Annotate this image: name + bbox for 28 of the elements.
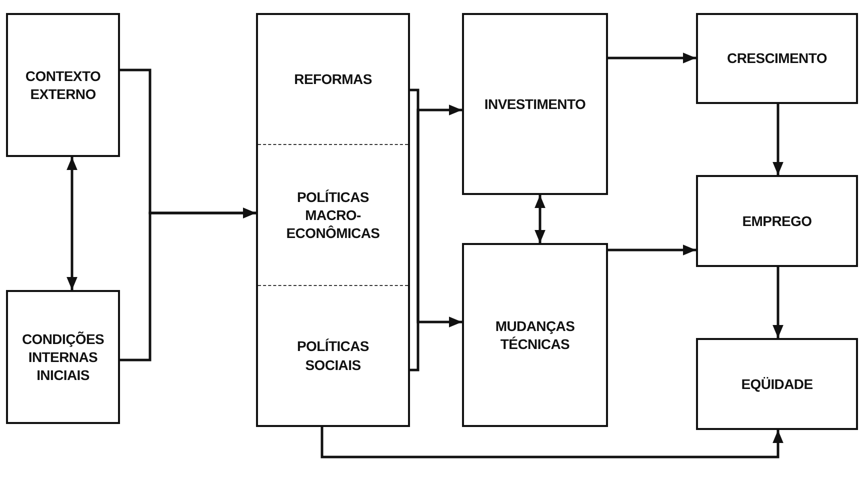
process-box — [6, 13, 120, 157]
arrow — [120, 208, 256, 362]
group-box — [256, 13, 410, 427]
arrow — [772, 267, 784, 338]
box-label: POLÍTICAS SOCIAIS — [296, 337, 370, 374]
box-label: CONTEXTO EXTERNO — [24, 66, 102, 104]
box-label: EQÜIDADE — [741, 374, 813, 394]
process-box — [462, 243, 608, 427]
box-label: CRESCIMENTO — [727, 49, 827, 68]
arrow — [608, 244, 696, 256]
arrow — [410, 104, 462, 372]
arrow — [772, 104, 784, 175]
process-box — [6, 290, 120, 424]
arrow — [534, 195, 546, 243]
process-box — [696, 13, 858, 104]
box-label: REFORMAS — [294, 70, 372, 89]
arrow — [410, 88, 462, 328]
box-label: POLÍTICAS MACRO- ECONÔMICAS — [285, 188, 381, 242]
arrow — [320, 427, 784, 458]
arrow — [66, 157, 78, 290]
process-box — [462, 13, 608, 195]
arrow — [608, 52, 696, 64]
process-box — [696, 338, 858, 430]
box-label: INVESTIMENTO — [484, 94, 586, 114]
box-label: MUDANÇAS TÉCNICAS — [494, 316, 576, 354]
process-box — [696, 175, 858, 267]
box-label: EMPREGO — [742, 212, 812, 230]
box-label: CONDIÇÕES INTERNAS INICIAIS — [20, 330, 106, 384]
